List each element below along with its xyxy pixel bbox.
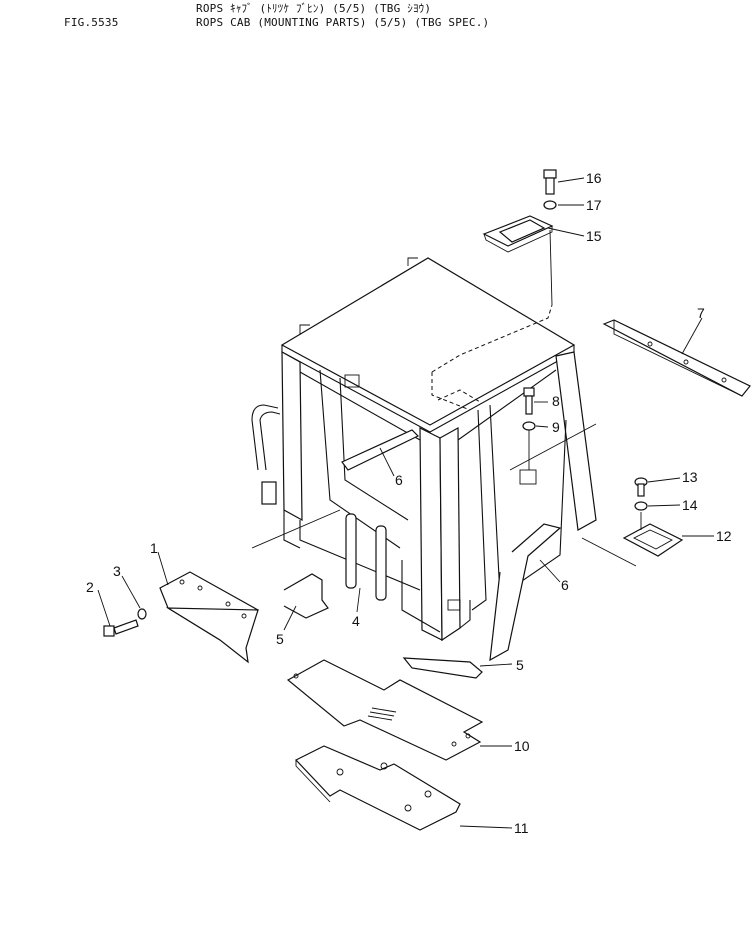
callout-16: 16 bbox=[586, 170, 602, 186]
roof-hidden-hole bbox=[431, 304, 553, 411]
part-1-side-cover bbox=[159, 571, 259, 664]
part-5-bracket-right bbox=[402, 657, 483, 679]
callout-2: 2 bbox=[86, 579, 94, 595]
figure-number: FIG.5535 bbox=[64, 16, 119, 29]
callout-5-left: 5 bbox=[276, 631, 284, 647]
callout-9: 9 bbox=[552, 419, 560, 435]
title-japanese: ROPS ｷｬﾌﾞ (ﾄﾘﾂｹ ﾌﾞﾋﾝ) (5/5) (TBG ｼﾖｳ) bbox=[196, 2, 432, 15]
callout-6-left: 6 bbox=[395, 472, 403, 488]
part-6-rail-left bbox=[341, 429, 420, 471]
part-2-bolt bbox=[103, 619, 139, 637]
callout-10: 10 bbox=[514, 738, 530, 754]
part-14-washer bbox=[634, 501, 648, 511]
part-12-gasket bbox=[622, 523, 684, 557]
callout-4: 4 bbox=[352, 613, 360, 629]
part-6-rail-right bbox=[489, 523, 562, 662]
callout-17: 17 bbox=[586, 197, 602, 213]
part-4-seal-strip bbox=[345, 513, 387, 601]
title-english: ROPS CAB (MOUNTING PARTS) (5/5) (TBG SPE… bbox=[196, 16, 490, 29]
callout-12: 12 bbox=[716, 528, 732, 544]
part-7-channel bbox=[602, 319, 751, 397]
callout-3: 3 bbox=[113, 563, 121, 579]
callout-11: 11 bbox=[514, 820, 529, 836]
callout-1: 1 bbox=[150, 540, 158, 556]
part-8-bolt bbox=[523, 387, 535, 415]
part-9-washer bbox=[522, 421, 536, 431]
part-10-floor-mat bbox=[286, 659, 484, 761]
callout-8: 8 bbox=[552, 393, 560, 409]
callout-5-right: 5 bbox=[516, 657, 524, 673]
rops-cab-frame bbox=[251, 257, 597, 642]
part-17-washer bbox=[543, 200, 557, 210]
callout-14: 14 bbox=[682, 497, 698, 513]
part-5-bracket-left bbox=[283, 573, 329, 619]
callout-6-right: 6 bbox=[561, 577, 569, 593]
callout-7: 7 bbox=[697, 305, 705, 321]
assembly-lines bbox=[251, 229, 642, 567]
callout-15: 15 bbox=[586, 228, 602, 244]
part-3-washer bbox=[137, 608, 147, 620]
leader-lines bbox=[97, 177, 714, 829]
part-15-cover bbox=[482, 215, 554, 253]
part-16-bolt bbox=[543, 169, 557, 195]
part-11-floor-plate bbox=[295, 745, 461, 831]
callout-13: 13 bbox=[682, 469, 698, 485]
part-13-bolt bbox=[634, 477, 648, 497]
